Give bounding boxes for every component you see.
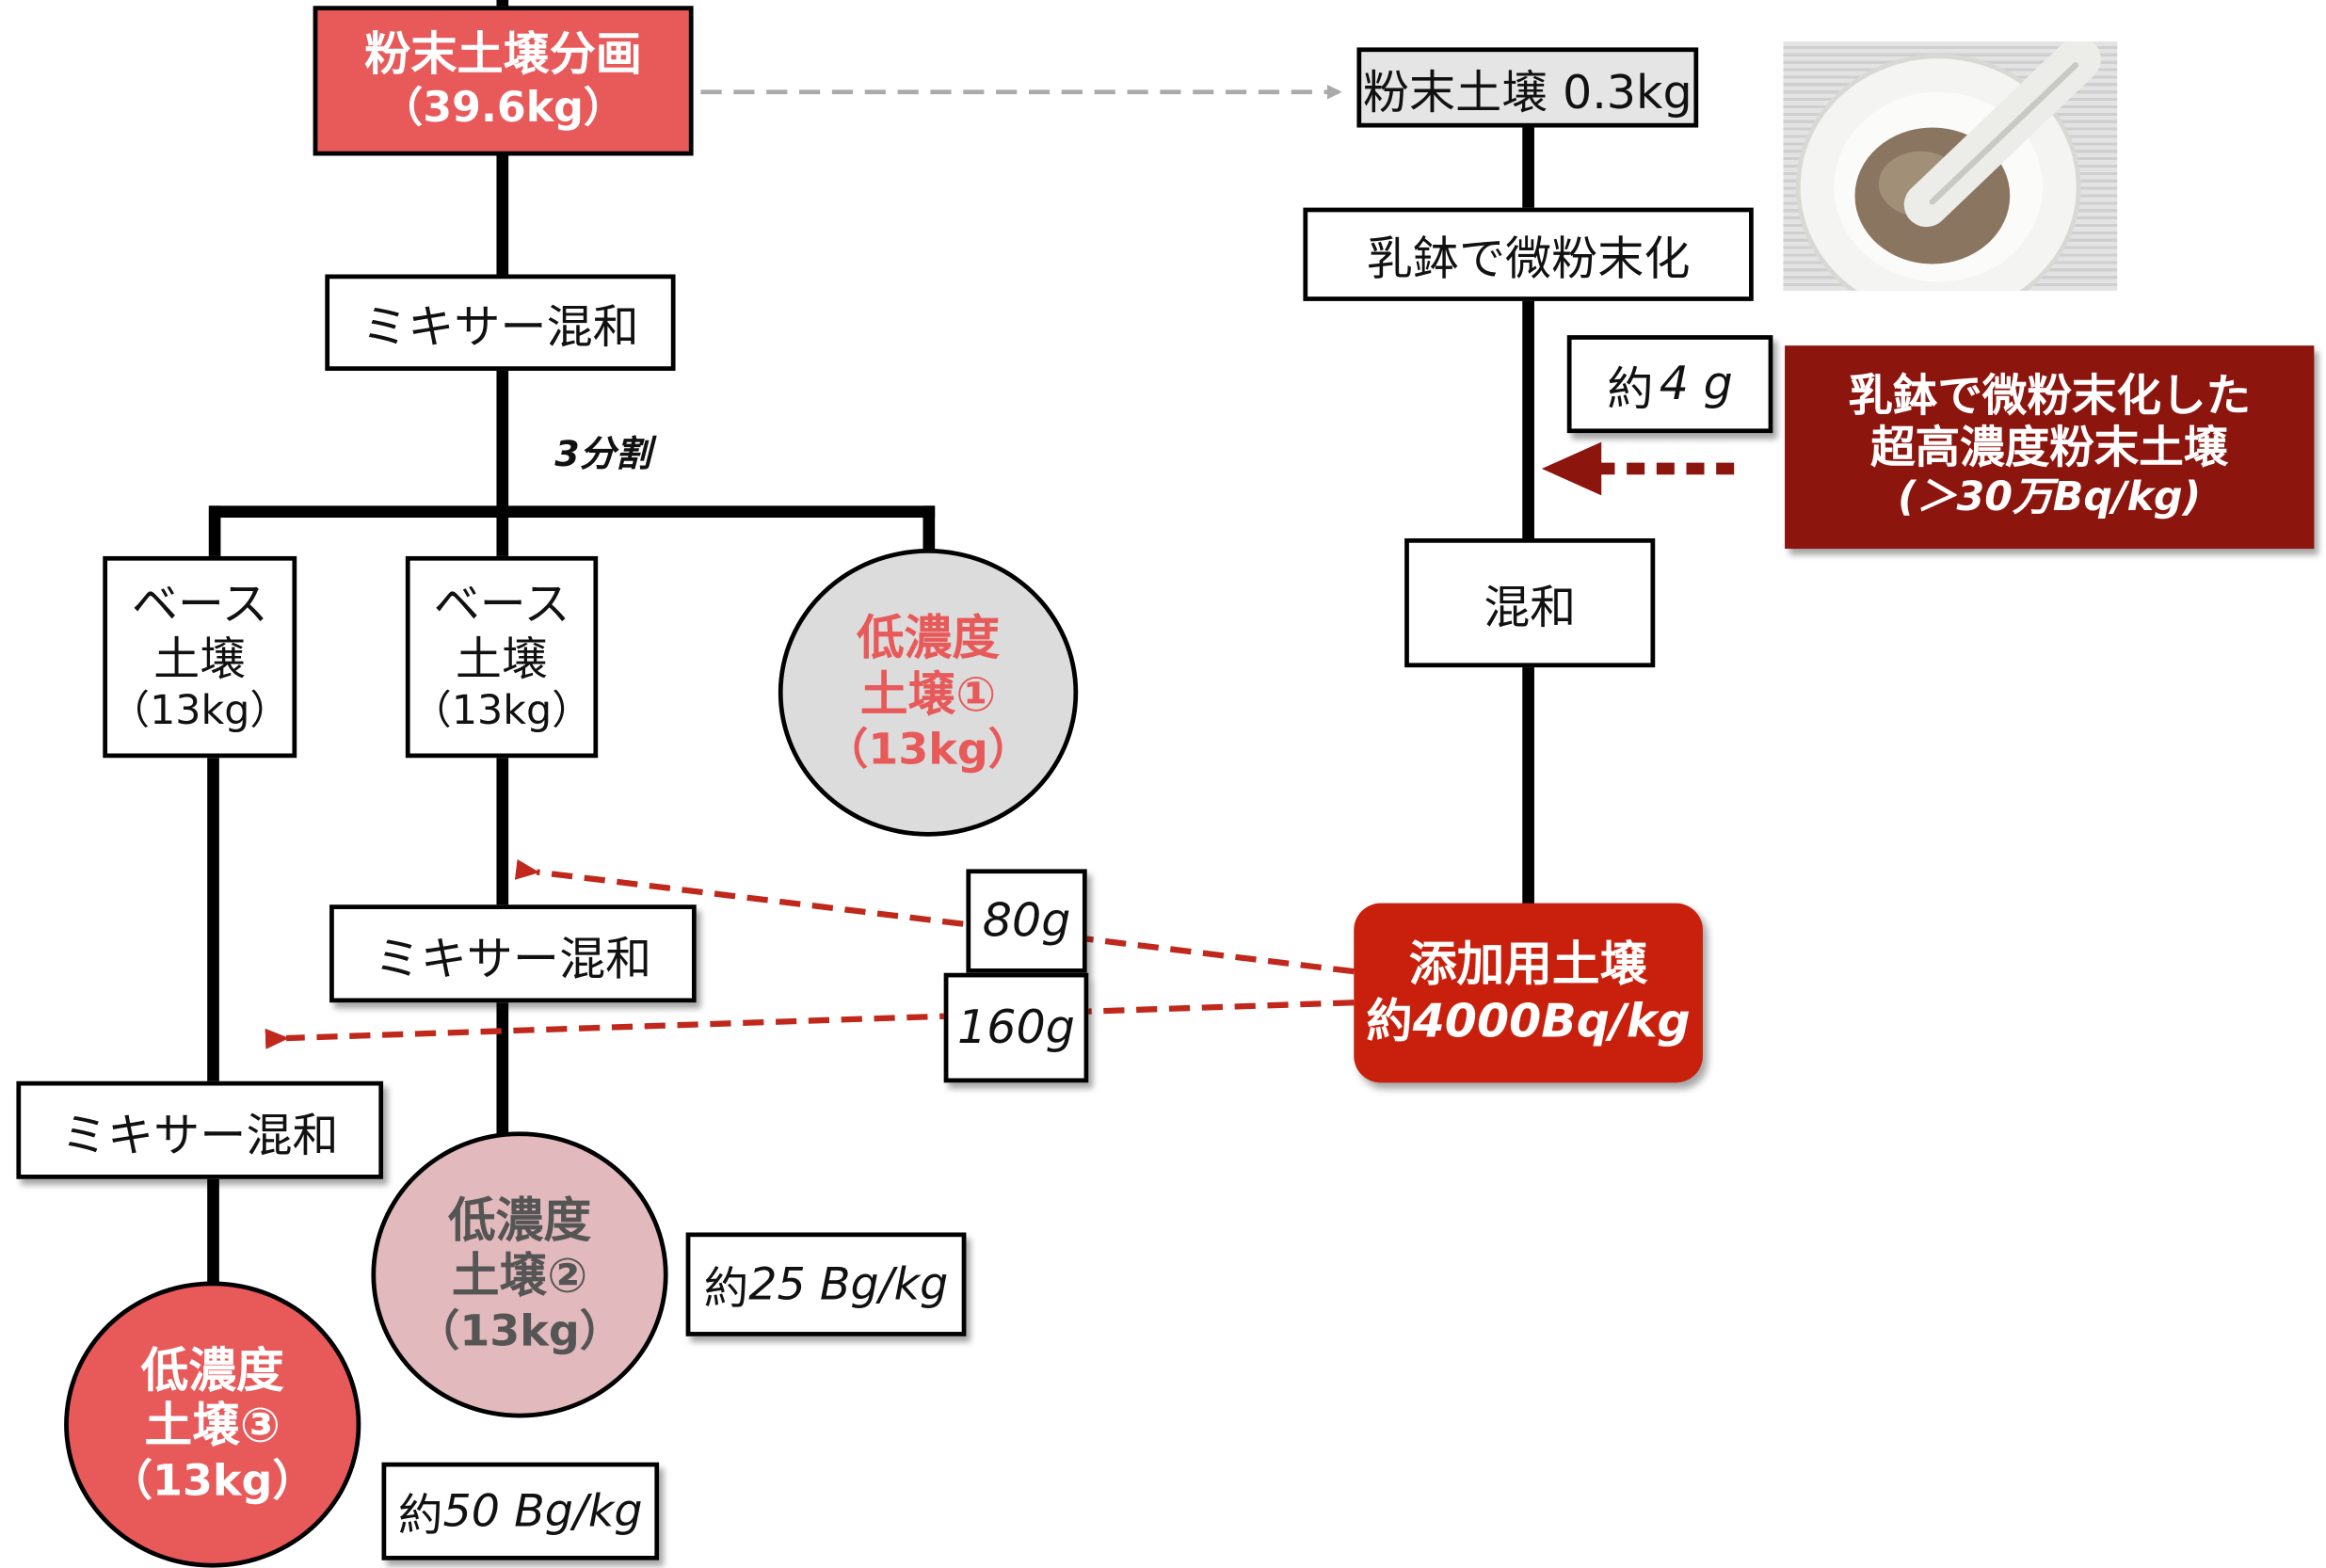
- ultra-high-line2: 超高濃度粉末土壌: [1870, 423, 2229, 475]
- amount-160g-label: 160g: [957, 1000, 1075, 1055]
- dark-dotted-arrowhead: [1541, 441, 1602, 496]
- additive-soil-title: 添加用土壌: [1408, 936, 1648, 993]
- low-soil-2-mass: （13kg）: [416, 1304, 623, 1356]
- ultra-high-concentration-box: 乳鉢で微粉末化した 超高濃度粉末土壌 (＞30万Bq/kg): [1785, 345, 2315, 550]
- mixer-blend-low-label: ミキサー混和: [60, 1108, 339, 1162]
- mixer-blend-top-label: ミキサー混和: [361, 300, 639, 355]
- low-soil-2-line1: 低濃度: [447, 1192, 592, 1249]
- mortar-grind-box: 乳鉢で微粉末化: [1303, 207, 1754, 301]
- mixer-blend-top-box: ミキサー混和: [325, 274, 676, 371]
- powder-soil-03kg-box: 粉末土壌 0.3kg: [1356, 47, 1699, 128]
- amount-4g-prefix: 約: [1607, 362, 1654, 417]
- base-soil-1-mass: （13kg）: [109, 688, 291, 734]
- red-dashed-arrow-80: [514, 858, 1355, 975]
- low-soil-1-mass: （13kg）: [825, 723, 1032, 775]
- base-soil-1-line2: 土壌: [153, 632, 247, 687]
- base-soil-box-2: ベース 土壌 （13kg）: [405, 555, 599, 759]
- low-concentration-soil-3: 低濃度 土壌③ （13kg）: [64, 1281, 361, 1568]
- additive-soil-prefix: 約: [1366, 995, 1413, 1049]
- additive-soil-box: 添加用土壌 約4000Bq/kg: [1354, 903, 1703, 1083]
- concentration-25-value: 25 Bg/kg: [748, 1258, 949, 1311]
- concentration-25-label-box: 約 25 Bg/kg: [685, 1232, 967, 1336]
- low-soil-3-line1: 低濃度: [140, 1341, 284, 1399]
- amount-160g-box: 160g: [943, 972, 1089, 1083]
- low-soil-2-line2: 土壌②: [451, 1247, 588, 1304]
- mixer-blend-mid-box: ミキサー混和: [329, 904, 697, 1003]
- concentration-25-prefix: 約: [703, 1263, 749, 1316]
- powder-soil-fraction-mass: （39.6kg）: [380, 83, 626, 133]
- base-soil-2-line1: ベース: [433, 577, 570, 632]
- mortar-pestle-photo: [1783, 37, 2118, 320]
- powder-soil-fraction-box: 粉末土壌分画 （39.6kg）: [313, 6, 694, 156]
- ultra-high-concentration-value: (＞30万Bq/kg): [1898, 474, 2202, 521]
- powder-soil-fraction-title: 粉末土壌分画: [364, 28, 642, 82]
- concentration-50-value: 50 Bg/kg: [442, 1485, 643, 1538]
- base-soil-2-mass: （13kg）: [411, 688, 592, 734]
- low-concentration-soil-2: 低濃度 土壌② （13kg）: [371, 1131, 668, 1418]
- low-soil-1-line1: 低濃度: [856, 609, 1001, 666]
- mixer-blend-mid-label: ミキサー混和: [374, 932, 652, 986]
- amount-80g-box: 80g: [966, 869, 1087, 973]
- mixer-blend-low-box: ミキサー混和: [16, 1080, 384, 1179]
- blend-box: 混和: [1404, 538, 1656, 668]
- low-concentration-soil-1: 低濃度 土壌① （13kg）: [778, 549, 1079, 837]
- additive-soil-value: 4000Bq/kg: [1412, 995, 1691, 1049]
- split-label: 3分割: [554, 433, 651, 475]
- mortar-grind-label: 乳鉢で微粉末化: [1366, 232, 1691, 287]
- low-soil-3-mass: （13kg）: [109, 1455, 316, 1506]
- amount-80g-label: 80g: [982, 894, 1071, 948]
- low-soil-1-line2: 土壌①: [859, 665, 997, 723]
- blend-label: 混和: [1484, 581, 1577, 635]
- additive-soil-concentration: 約4000Bq/kg: [1367, 994, 1691, 1051]
- base-soil-1-line1: ベース: [131, 577, 268, 632]
- mortar-pestle-icon: [1795, 37, 2101, 320]
- concentration-50-prefix: 約: [398, 1490, 443, 1543]
- red-dashed-arrow-160: [265, 1000, 1355, 1049]
- powder-soil-03kg-label: 粉末土壌 0.3kg: [1362, 66, 1692, 120]
- amount-4g-box: 約 4 g: [1566, 335, 1773, 434]
- concentration-50-label-box: 約 50 Bg/kg: [381, 1462, 660, 1560]
- ultra-high-line1: 乳鉢で微粉末化した: [1848, 371, 2252, 424]
- base-soil-box-1: ベース 土壌 （13kg）: [103, 555, 297, 759]
- low-soil-3-line2: 土壌③: [144, 1398, 281, 1454]
- base-soil-2-line2: 土壌: [455, 632, 549, 687]
- amount-4g-value: 4 g: [1659, 357, 1733, 411]
